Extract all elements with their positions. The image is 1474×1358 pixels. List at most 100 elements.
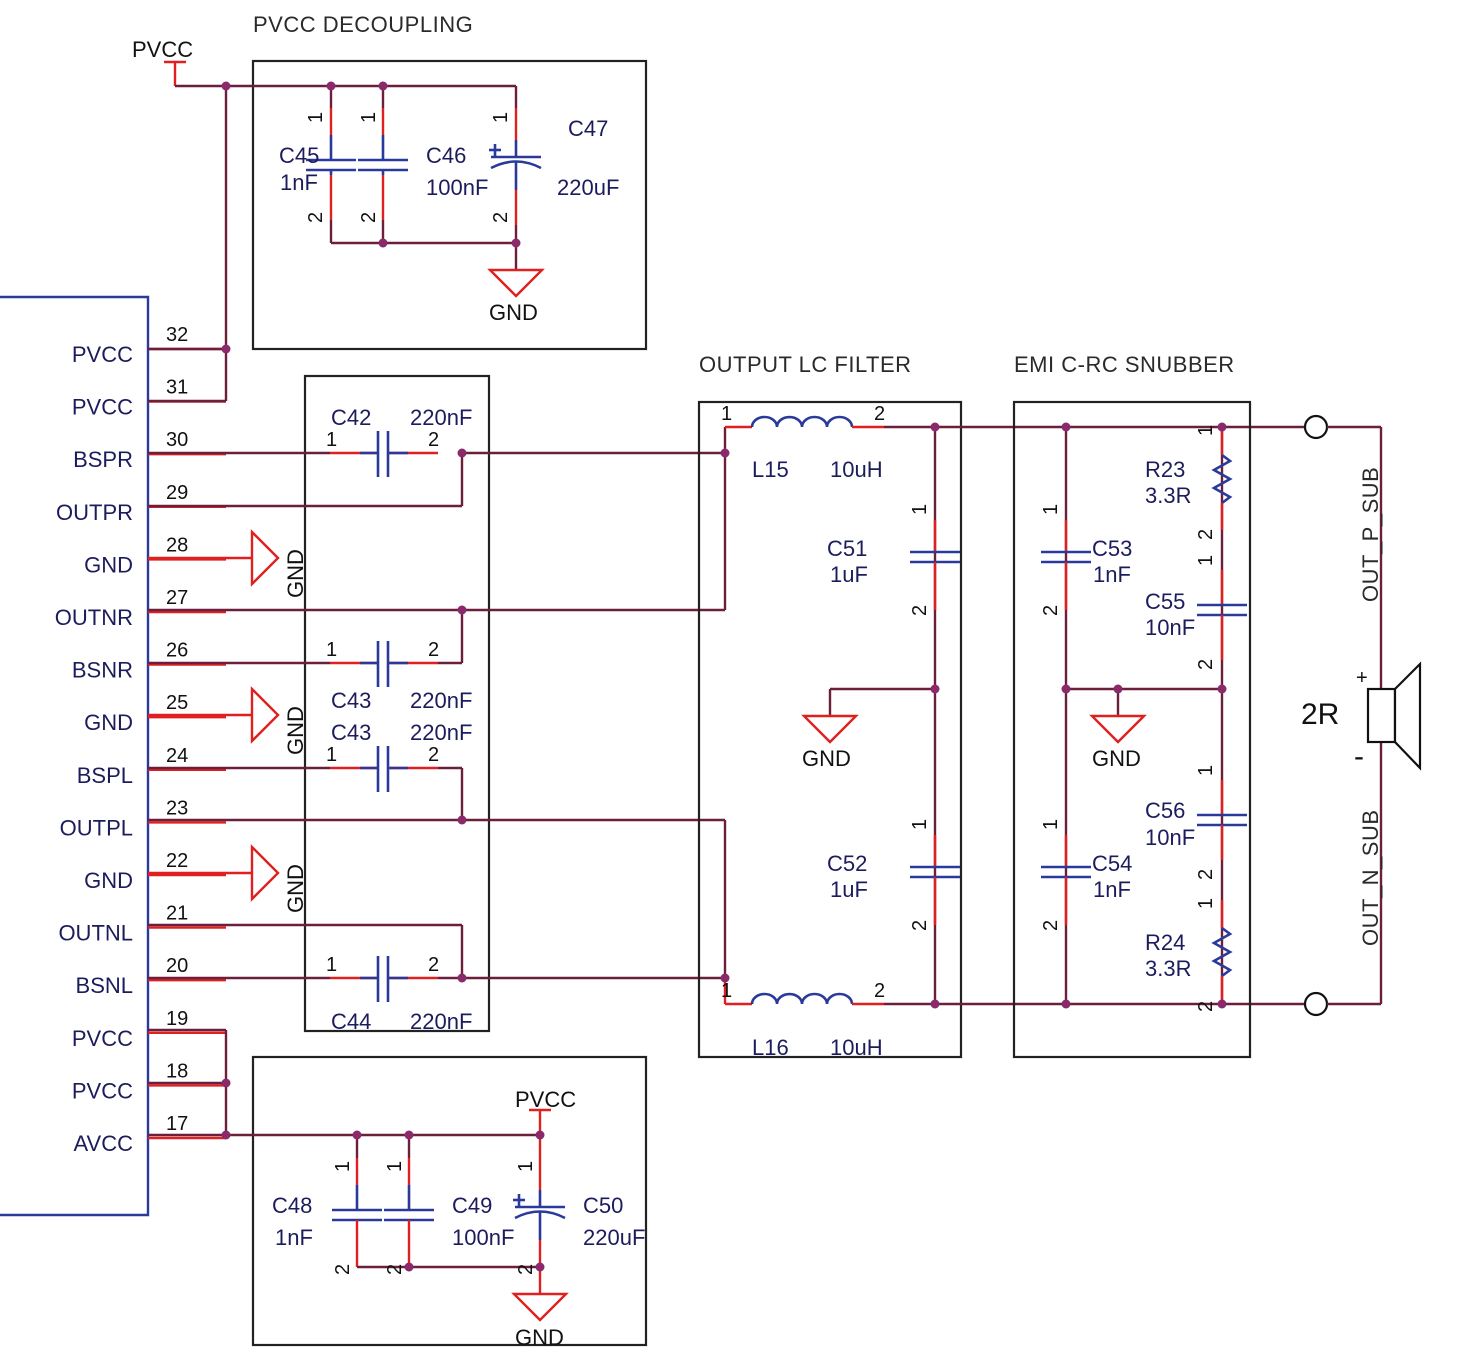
polarized-capacitor-icon	[513, 1135, 566, 1267]
chip-pin-name: GND	[84, 710, 133, 735]
chip-pin-number: 25	[166, 692, 188, 714]
svg-text:2: 2	[490, 212, 512, 223]
svg-text:1: 1	[326, 954, 337, 976]
svg-text:2: 2	[428, 429, 439, 451]
svg-text:GND: GND	[802, 746, 851, 771]
c55-ref: C55	[1145, 589, 1185, 614]
ground-icon	[511, 1292, 569, 1322]
c52-value: 1uF	[830, 877, 868, 902]
chip-pin-number: 20	[166, 955, 188, 977]
polarized-capacitor-icon	[489, 86, 542, 270]
svg-text:2: 2	[428, 954, 439, 976]
r23-value: 3.3R	[1145, 483, 1191, 508]
capacitor-icon	[1041, 520, 1091, 610]
chip-pin-name: BSNR	[72, 658, 133, 683]
c44-value: 220nF	[410, 1009, 472, 1034]
chip-pin-name: BSPL	[77, 763, 133, 788]
svg-text:1: 1	[909, 504, 931, 515]
svg-text:1: 1	[1195, 555, 1217, 566]
svg-text:1: 1	[332, 1161, 354, 1172]
c45-ref: C45	[279, 143, 319, 168]
junction-dot	[1061, 422, 1071, 432]
c43a-ref: C43	[331, 688, 371, 713]
chip-pin-name: GND	[84, 552, 133, 577]
chip-pin-number: 28	[166, 534, 188, 556]
resistor-icon	[1211, 453, 1233, 505]
speaker-minus: -	[1354, 740, 1364, 773]
c52-ref: C52	[827, 851, 867, 876]
capacitor-icon	[910, 835, 960, 925]
svg-text:2: 2	[1195, 529, 1217, 540]
svg-text:GND: GND	[283, 864, 308, 913]
c46-ref: C46	[426, 143, 466, 168]
svg-text:1: 1	[326, 744, 337, 766]
svg-text:GND: GND	[515, 1325, 564, 1350]
svg-text:2: 2	[1195, 1001, 1217, 1012]
junction-dot	[326, 81, 336, 91]
chip-pin-number: 29	[166, 482, 188, 504]
svg-text:2: 2	[1195, 869, 1217, 880]
junction-dot	[1217, 999, 1227, 1009]
pvcc-label-top: PVCC	[132, 37, 193, 62]
c48-value: 1nF	[275, 1225, 313, 1250]
ground-icon	[250, 686, 280, 744]
l15-ref: L15	[752, 457, 789, 482]
junction-dot	[378, 238, 388, 248]
capacitor-icon	[330, 956, 438, 1002]
c51-ref: C51	[827, 536, 867, 561]
junction-dot	[404, 1262, 414, 1272]
chip-pin-number: 27	[166, 587, 188, 609]
block-title-pvcc-decoupling: PVCC DECOUPLING	[253, 12, 473, 37]
junction-dot	[221, 1130, 231, 1140]
svg-text:1: 1	[326, 639, 337, 661]
block-pvcc-decoupling-outline	[251, 59, 648, 351]
c56-ref: C56	[1145, 798, 1185, 823]
junction-dot	[221, 1078, 231, 1088]
junction-dot	[535, 1130, 545, 1140]
svg-text:2: 2	[428, 744, 439, 766]
svg-text:2: 2	[909, 605, 931, 616]
capacitor-icon	[306, 86, 356, 243]
chip-pin-list: 32PVCC31PVCC30BSPR29OUTPR28GND27OUTNR26B…	[55, 324, 226, 1156]
svg-text:GND: GND	[1092, 746, 1141, 771]
svg-text:1: 1	[1040, 819, 1062, 830]
junction-dot	[378, 81, 388, 91]
svg-text:2: 2	[874, 980, 885, 1002]
c47-ref: C47	[568, 116, 608, 141]
chip-pin-name: OUTNR	[55, 605, 133, 630]
ground-icon	[1089, 714, 1147, 744]
chip-pin-name: OUTPL	[60, 815, 133, 840]
svg-text:1: 1	[1040, 504, 1062, 515]
c47-value: 220uF	[557, 175, 619, 200]
c55-value: 10nF	[1145, 615, 1195, 640]
svg-text:1: 1	[326, 429, 337, 451]
c48-ref: C48	[272, 1193, 312, 1218]
c56-value: 10nF	[1145, 825, 1195, 850]
junction-dot	[457, 605, 467, 615]
c51-value: 1uF	[830, 562, 868, 587]
capacitor-icon	[1041, 835, 1091, 925]
svg-text:1: 1	[721, 980, 732, 1002]
svg-text:2: 2	[358, 212, 380, 223]
svg-text:1: 1	[1195, 425, 1217, 436]
c49-ref: C49	[452, 1193, 492, 1218]
bootstrap-block-outline	[303, 374, 491, 1033]
svg-text:1: 1	[305, 112, 327, 123]
chip-pin-number: 17	[166, 1113, 188, 1135]
inductor-icon	[750, 992, 854, 1005]
chip-pin-number: 21	[166, 903, 188, 925]
c43b-ref: C43	[331, 720, 371, 745]
power-port-icon	[164, 60, 186, 86]
terminal-icon	[1303, 991, 1329, 1017]
c50-ref: C50	[583, 1193, 623, 1218]
chip-pin-name: BSPR	[73, 447, 133, 472]
junction-dot	[930, 684, 940, 694]
capacitor-icon	[1197, 570, 1247, 660]
junction-dots	[221, 81, 1227, 1272]
svg-text:2: 2	[909, 920, 931, 931]
chip-pin-name: PVCC	[72, 1026, 133, 1051]
block-avcc-decoupling-outline	[251, 1055, 648, 1347]
junction-dot	[535, 1262, 545, 1272]
c43a-value: 220nF	[410, 688, 472, 713]
